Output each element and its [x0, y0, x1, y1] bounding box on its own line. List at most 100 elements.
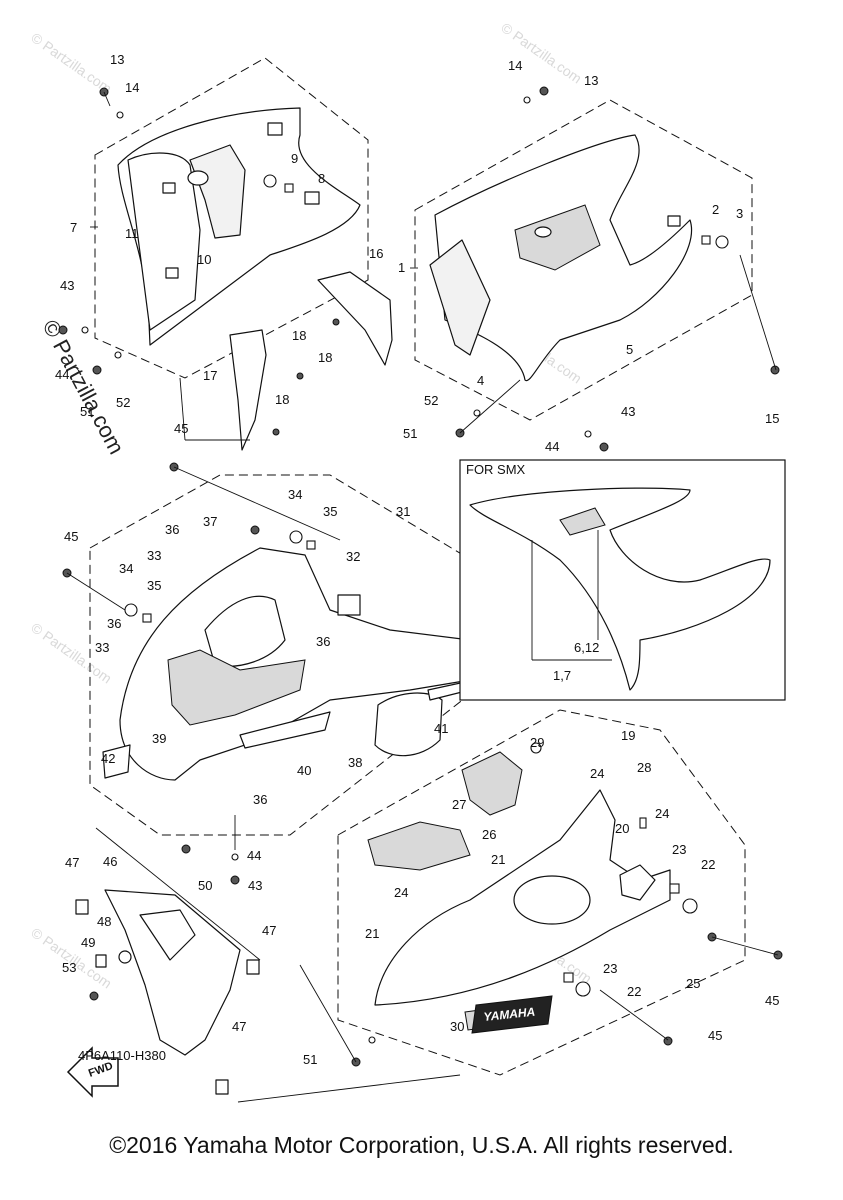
lower-bracket-46 — [75, 889, 260, 1095]
callout-24: 24 — [590, 766, 604, 781]
callout-43: 43 — [248, 878, 262, 893]
callout-11: 11 — [125, 226, 139, 241]
callout-52: 52 — [116, 395, 130, 410]
callout-45: 45 — [765, 993, 779, 1008]
washer-14 — [523, 96, 531, 104]
clip-28 — [639, 817, 647, 829]
callout-15: 15 — [765, 411, 779, 426]
callout-18: 18 — [292, 328, 306, 343]
bolt-43 — [230, 875, 240, 885]
callout-2: 2 — [712, 202, 719, 217]
callout-13: 13 — [110, 52, 124, 67]
callout-40: 40 — [297, 763, 311, 778]
callout-27: 27 — [452, 797, 466, 812]
washer-52 — [114, 351, 122, 359]
callout-33: 33 — [147, 548, 161, 563]
callout-16: 16 — [369, 246, 383, 261]
callout-35: 35 — [323, 504, 337, 519]
fwd-arrow-icon — [66, 1046, 119, 1098]
callout-45: 45 — [64, 529, 78, 544]
bolt-53 — [89, 991, 99, 1001]
bracket-46-body — [104, 889, 241, 1056]
watermark-main: © Partzilla.com — [38, 316, 130, 459]
yamaha-decal-30: YAMAHA — [471, 995, 553, 1034]
callout-34: 34 — [119, 561, 133, 576]
callout-24: 24 — [394, 885, 408, 900]
callout-8: 8 — [318, 171, 325, 186]
smx-cowling-outline — [469, 487, 771, 691]
bolt-43 — [58, 325, 68, 335]
collar-2 — [701, 235, 711, 245]
clip-47 — [75, 899, 89, 915]
collar-23 — [563, 972, 574, 983]
exploded-view-drawing: © Partzilla.com © Partzilla.com © Partzi… — [28, 19, 786, 1103]
callout-35: 35 — [147, 578, 161, 593]
callout-37: 37 — [203, 514, 217, 529]
emblem-hole — [534, 226, 552, 238]
callout-13: 13 — [584, 73, 598, 88]
left-side-cowling-group — [94, 57, 369, 379]
callout-23: 23 — [603, 961, 617, 976]
insulator-26 — [461, 751, 523, 816]
washer-14 — [116, 111, 124, 119]
callout-53: 53 — [62, 960, 76, 975]
callout-44: 44 — [55, 367, 69, 382]
callout-18: 18 — [275, 392, 289, 407]
panel-42 — [102, 744, 131, 779]
callout-45: 45 — [708, 1028, 722, 1043]
inner-panel-11 — [127, 152, 201, 331]
insulator-27 — [367, 821, 471, 871]
left-side-cowling — [117, 107, 361, 346]
washer-44 — [584, 430, 592, 438]
right-side-cowling-group — [414, 99, 753, 421]
clip-bracket — [667, 215, 681, 227]
insulator-38 — [374, 692, 443, 757]
callout-24: 24 — [655, 806, 669, 821]
callout-45: 45 — [174, 421, 188, 436]
washer-44 — [81, 326, 89, 334]
grommet-34 — [124, 603, 138, 617]
drawing-code: 4P6A110-H380 — [78, 1048, 166, 1063]
clip-bracket — [304, 191, 320, 205]
hardware — [58, 86, 783, 1067]
callouts: 13 14 7 11 10 9 8 43 44 51 52 17 18 18 1… — [55, 52, 779, 1067]
washer-44 — [231, 853, 239, 861]
watermark: © Partzilla.com — [28, 29, 114, 96]
collar-49 — [95, 954, 107, 968]
bracket-20 — [619, 864, 656, 901]
callout-43: 43 — [621, 404, 635, 419]
lower-cowling — [367, 751, 671, 1031]
bolt-37 — [250, 525, 260, 535]
callout-31: 31 — [396, 504, 410, 519]
callout-50: 50 — [198, 878, 212, 893]
callout-28: 28 — [637, 760, 651, 775]
callout-48: 48 — [97, 914, 111, 929]
bolt-13 — [539, 86, 549, 96]
fwd-arrow: FWD — [66, 1046, 119, 1098]
callout-19: 19 — [621, 728, 635, 743]
callout-1: 1 — [398, 260, 405, 275]
grommet-opening — [187, 170, 209, 186]
callout-4: 4 — [477, 373, 484, 388]
callout-25: 25 — [686, 976, 700, 991]
callout-5: 5 — [626, 342, 633, 357]
bracket-46-cutout — [139, 909, 196, 961]
callout-33: 33 — [95, 640, 109, 655]
watermark: © Partzilla.com — [498, 19, 584, 86]
decal-shape — [471, 995, 553, 1034]
bracket-32 — [337, 594, 361, 616]
callout-36: 36 — [253, 792, 267, 807]
callout-47: 47 — [262, 923, 276, 938]
callout-51: 51 — [303, 1052, 317, 1067]
clip-47 — [215, 1079, 229, 1095]
screw-18 — [332, 318, 340, 326]
collar-23 — [669, 883, 680, 894]
callout-17: 17 — [203, 368, 217, 383]
collar-8 — [284, 183, 294, 193]
callout-3: 3 — [736, 206, 743, 221]
callout-14: 14 — [125, 80, 139, 95]
brackets-16-17 — [229, 271, 393, 451]
insulator-39 — [167, 649, 306, 726]
lower-cowling-opening — [513, 875, 591, 925]
nut-29 — [530, 742, 542, 754]
